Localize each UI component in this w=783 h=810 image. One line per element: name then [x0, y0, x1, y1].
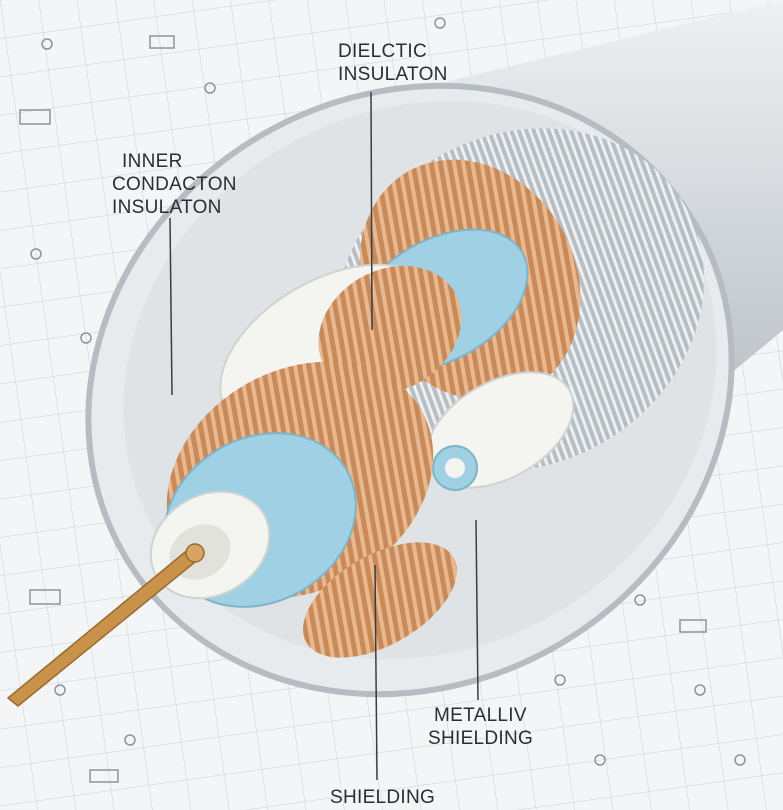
label-dielectric-insulation: DIELCTIC INSULATON [338, 40, 448, 86]
label-inner-line3: INSULATON [112, 197, 222, 218]
leader-lines [169, 91, 479, 781]
dielectric-leader [370, 91, 373, 331]
metallic-leader [475, 519, 479, 701]
label-inner-line1: INNER [122, 151, 183, 172]
middle-copper-band [318, 265, 462, 395]
label-metallic-line1: METALLIV [434, 705, 527, 726]
label-inner-conductor: INNER CONDACTON INSULATON [112, 150, 237, 219]
label-inner-line2: CONDACTON [112, 174, 237, 195]
label-metallic-line2: SHIELDING [428, 728, 534, 749]
label-metallic-shielding: METALLIV SHIELDING [428, 704, 533, 750]
label-shielding: SHIELDING [330, 786, 435, 809]
blueprint-symbols [19, 17, 746, 783]
inner-leader [169, 217, 173, 396]
label-dielectric-line2: INSULATON [338, 64, 448, 85]
bottom-copper-braid [303, 542, 457, 658]
label-shielding-line1: SHIELDING [330, 787, 436, 808]
shielding-leader [374, 564, 378, 781]
label-dielectric-line1: DIELCTIC [338, 41, 427, 62]
